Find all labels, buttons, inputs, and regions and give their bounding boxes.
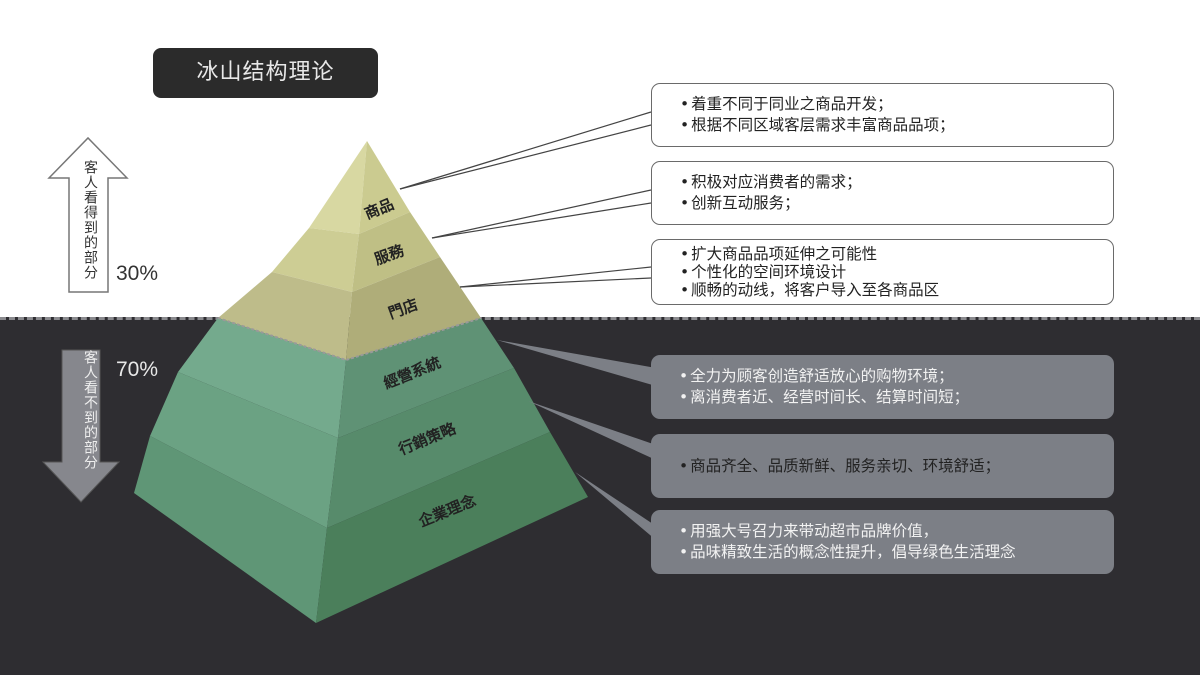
layer-3-right-face	[346, 257, 481, 360]
layer-6-left-face	[134, 436, 327, 623]
callout-line: 全力为顾客创造舒适放心的购物环境；	[679, 366, 1114, 387]
callout-line: 用强大号召力来带动超市品牌价值，	[679, 521, 1114, 542]
layer-1-right-face	[359, 141, 410, 234]
layer-2-right-face	[352, 212, 440, 292]
layer-5-right-face	[327, 368, 550, 528]
visible-part-label: 客人看得到的部分	[82, 160, 98, 280]
connector-wedges-hidden	[497, 340, 656, 540]
visible-percent: 30%	[116, 262, 159, 285]
callout-operating-system: 全力为顾客创造舒适放心的购物环境； 离消费者近、经营时间长、结算时间短；	[651, 355, 1114, 419]
arrow-down-icon	[41, 349, 121, 503]
callout-line: 着重不同于同业之商品开发；	[680, 94, 1113, 115]
callout-line: 品味精致生活的概念性提升，倡导绿色生活理念	[679, 542, 1114, 563]
callout-line: 个性化的空间环境设计	[680, 263, 1113, 281]
layer-5-left-face	[150, 372, 338, 528]
callout-line: 积极对应消费者的需求；	[680, 172, 1113, 193]
callout-store: 扩大商品品项延伸之可能性 个性化的空间环境设计 顺畅的动线，将客户导入至各商品区	[651, 239, 1114, 305]
callout-service: 积极对应消费者的需求； 创新互动服务；	[651, 161, 1114, 225]
callout-line: 创新互动服务；	[680, 193, 1113, 214]
layer-4-left-face	[178, 318, 346, 438]
hidden-percent: 70%	[116, 358, 159, 381]
layer-1-left-face	[309, 141, 367, 234]
callout-goods: 着重不同于同业之商品开发； 根据不同区域客层需求丰富商品品项；	[651, 83, 1114, 147]
connector-lines-visible	[399, 111, 652, 288]
callout-marketing-strategy: 商品齐全、品质新鲜、服务亲切、环境舒适；	[651, 434, 1114, 498]
callout-line: 商品齐全、品质新鲜、服务亲切、环境舒适；	[679, 456, 1114, 477]
hidden-part-label: 客人看不到的部分	[82, 350, 98, 470]
callout-line: 离消费者近、经营时间长、结算时间短；	[679, 387, 1114, 408]
arrow-up-icon	[47, 136, 129, 293]
callout-corporate-philosophy: 用强大号召力来带动超市品牌价值， 品味精致生活的概念性提升，倡导绿色生活理念	[651, 510, 1114, 574]
layer-3-left-face	[218, 272, 352, 360]
callout-line: 扩大商品品项延伸之可能性	[680, 245, 1113, 263]
callout-line: 根据不同区域客层需求丰富商品品项；	[680, 115, 1113, 136]
layer-6-right-face	[316, 432, 588, 623]
callout-line: 顺畅的动线，将客户导入至各商品区	[680, 281, 1113, 299]
page-title: 冰山结构理论	[153, 48, 378, 98]
layer-2-left-face	[272, 228, 359, 292]
layer-4-right-face	[338, 318, 514, 438]
